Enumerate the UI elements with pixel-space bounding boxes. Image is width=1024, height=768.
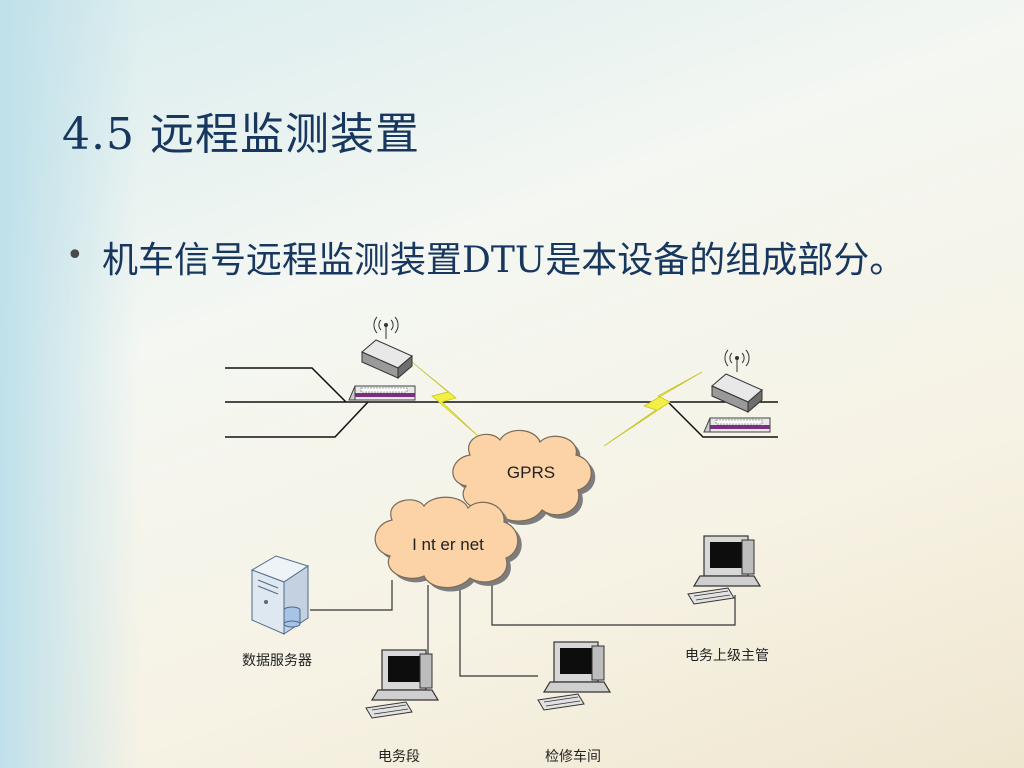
bullet-marker: • bbox=[66, 238, 84, 273]
internet-label: I nt er net bbox=[412, 535, 484, 554]
antenna-right-icon bbox=[724, 349, 750, 373]
network-links bbox=[310, 578, 736, 677]
rail-tracks bbox=[225, 367, 778, 438]
server-label: 数据服务器 bbox=[242, 653, 312, 669]
train-left bbox=[348, 385, 416, 401]
dtu-left-icon bbox=[361, 339, 413, 379]
section-label: 电务段 bbox=[378, 749, 420, 765]
bullet-text: 机车信号远程监测装置DTU是本设备的组成部分。 bbox=[102, 240, 906, 281]
computer-section-icon bbox=[365, 649, 439, 719]
workshop-label: 检修车间 bbox=[545, 749, 601, 765]
slide-title: 4.5 远程监测装置 bbox=[62, 109, 420, 160]
internet-cloud-icon bbox=[374, 496, 522, 592]
lightning-right-icon bbox=[603, 371, 703, 447]
gprs-cloud-icon bbox=[452, 429, 596, 526]
slide-background-accent bbox=[0, 0, 140, 768]
gprs-label: GPRS bbox=[507, 463, 555, 482]
server-icon bbox=[250, 555, 310, 635]
train-right bbox=[703, 417, 771, 433]
antenna-left-icon bbox=[373, 316, 399, 340]
lightning-left-icon bbox=[411, 361, 479, 437]
computer-workshop-icon bbox=[537, 641, 611, 711]
supervisor-label: 电务上级主管 bbox=[685, 648, 769, 664]
dtu-right-icon bbox=[711, 373, 763, 413]
computer-supervisor-icon bbox=[687, 535, 761, 605]
